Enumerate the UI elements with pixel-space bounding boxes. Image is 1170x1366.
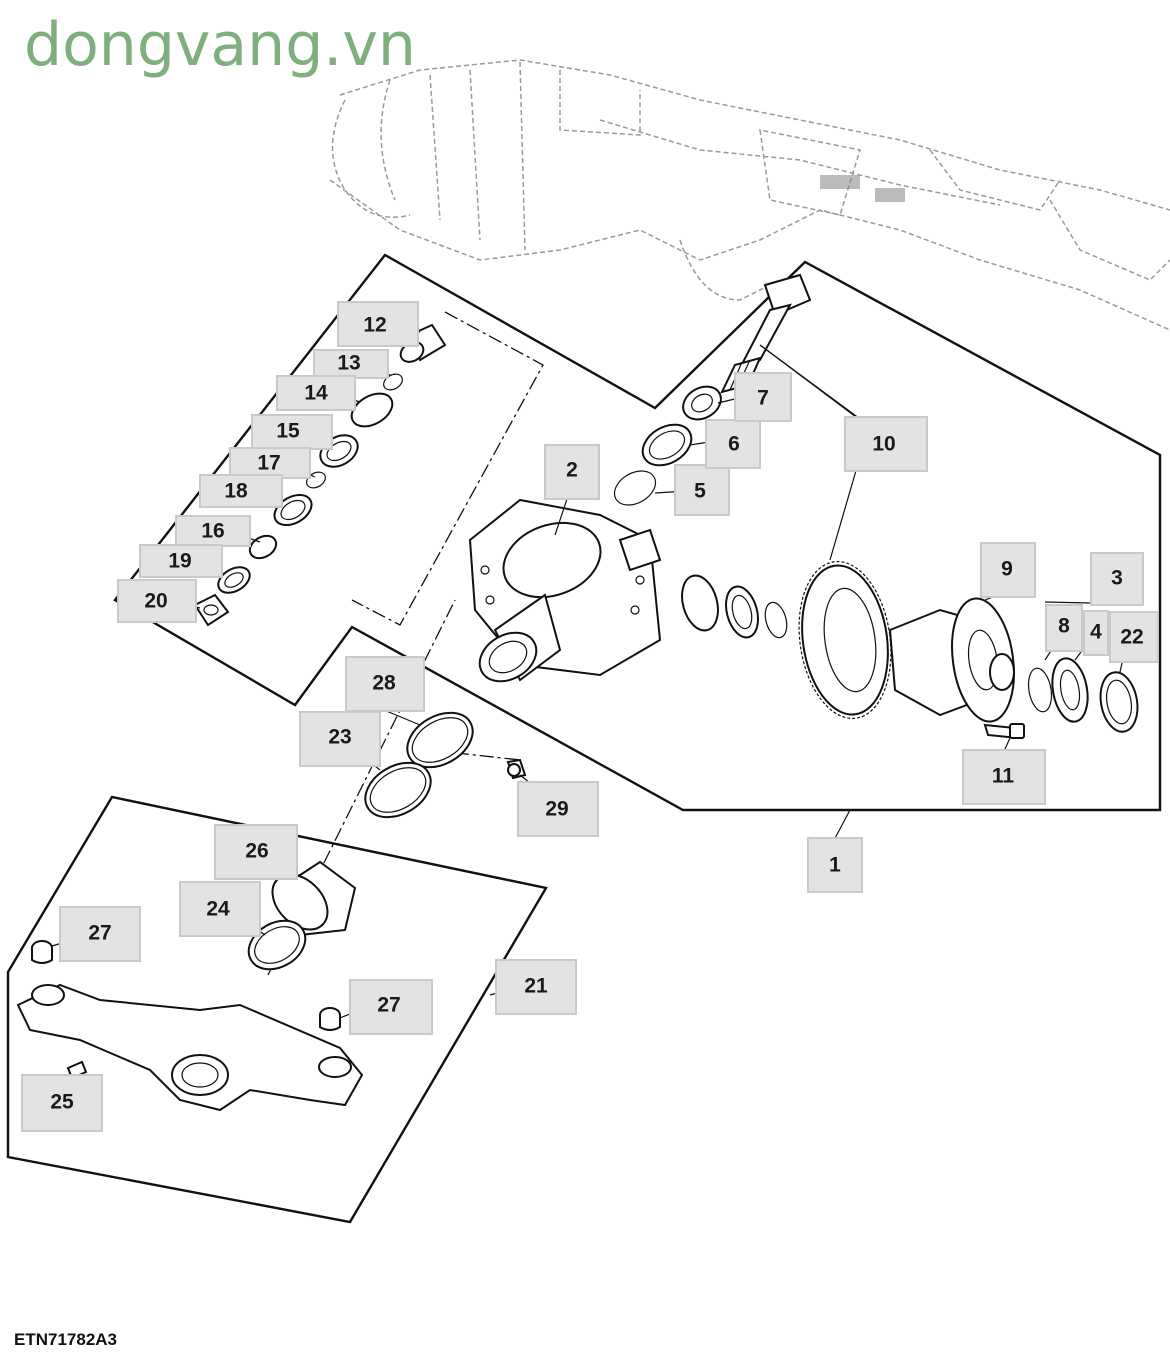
callout-23: 23 (299, 711, 381, 767)
differential-housing (468, 498, 662, 683)
pinion-bearings (613, 385, 722, 506)
svg-text:6: 6 (728, 433, 740, 456)
callout-27a: 27 (59, 906, 141, 962)
callout-29: 29 (517, 781, 599, 837)
svg-text:1: 1 (829, 854, 841, 877)
callout-6: 6 (705, 419, 761, 469)
svg-text:22: 22 (1120, 626, 1143, 649)
callout-22: 22 (1109, 611, 1159, 663)
svg-text:12: 12 (363, 314, 386, 337)
callout-1: 1 (807, 837, 863, 893)
callout-9: 9 (980, 542, 1036, 598)
callout-13: 13 (313, 349, 389, 379)
svg-text:27: 27 (377, 994, 400, 1017)
svg-text:4: 4 (1090, 621, 1102, 644)
callout-20: 20 (117, 579, 197, 623)
callout-19: 19 (139, 544, 223, 578)
ring-gear (798, 560, 892, 720)
callout-14: 14 (276, 375, 356, 411)
callout-21: 21 (495, 959, 577, 1015)
ghost-axle-housing (329, 59, 1170, 331)
svg-text:20: 20 (144, 590, 167, 613)
side-bearings (681, 574, 788, 639)
svg-text:27: 27 (88, 922, 111, 945)
svg-text:9: 9 (1001, 558, 1013, 581)
svg-text:18: 18 (224, 480, 248, 503)
svg-text:29: 29 (545, 798, 568, 821)
svg-text:14: 14 (304, 382, 328, 405)
right-bearing-set (1027, 657, 1139, 733)
callouts: 1 2 3 4 5 6 7 8 9 10 11 12 13 14 15 16 1… (21, 301, 1159, 1132)
seal-kit-bracket (351, 311, 544, 626)
callout-27b: 27 (349, 979, 433, 1035)
leader-lines (51, 324, 1126, 1091)
callout-5: 5 (674, 464, 730, 516)
svg-text:10: 10 (872, 433, 895, 456)
mounting-bracket (16, 940, 364, 1112)
callout-28: 28 (345, 656, 425, 712)
svg-text:2: 2 (566, 459, 578, 482)
svg-text:19: 19 (168, 550, 191, 573)
svg-text:3: 3 (1111, 567, 1123, 590)
callout-7: 7 (734, 372, 792, 422)
callout-10: 10 (844, 416, 928, 472)
svg-text:5: 5 (694, 480, 706, 503)
svg-text:15: 15 (276, 420, 300, 443)
watermark-text: dongvang.vn (24, 10, 416, 80)
callout-15: 15 (251, 414, 333, 450)
svg-text:26: 26 (245, 840, 268, 863)
callout-11: 11 (962, 749, 1046, 805)
callout-17: 17 (229, 447, 311, 479)
callout-26: 26 (214, 824, 298, 880)
svg-text:16: 16 (201, 520, 224, 543)
o-rings (364, 711, 474, 819)
assembly-outline-1 (113, 253, 1162, 812)
svg-text:25: 25 (50, 1091, 74, 1114)
callout-8: 8 (1045, 604, 1083, 652)
figure-code: ETN71782A3 (14, 1330, 118, 1349)
callout-3: 3 (1090, 552, 1144, 606)
svg-text:17: 17 (257, 452, 280, 475)
bolts (506, 723, 1025, 780)
svg-text:24: 24 (206, 898, 230, 921)
svg-text:7: 7 (757, 387, 769, 410)
svg-text:21: 21 (524, 975, 548, 998)
assembly-outline-21 (6, 795, 548, 1224)
callout-12: 12 (337, 301, 419, 347)
svg-text:28: 28 (372, 672, 396, 695)
svg-text:23: 23 (328, 726, 351, 749)
callout-16: 16 (175, 515, 251, 547)
callout-2: 2 (544, 444, 600, 500)
seal-stack (193, 323, 447, 627)
svg-text:8: 8 (1058, 615, 1070, 638)
callout-4: 4 (1083, 610, 1109, 656)
svg-text:11: 11 (992, 765, 1015, 788)
callout-25: 25 (21, 1074, 103, 1132)
callout-18: 18 (199, 474, 283, 508)
callout-24: 24 (179, 881, 261, 937)
svg-text:13: 13 (337, 352, 360, 375)
differential-case (888, 597, 1015, 723)
